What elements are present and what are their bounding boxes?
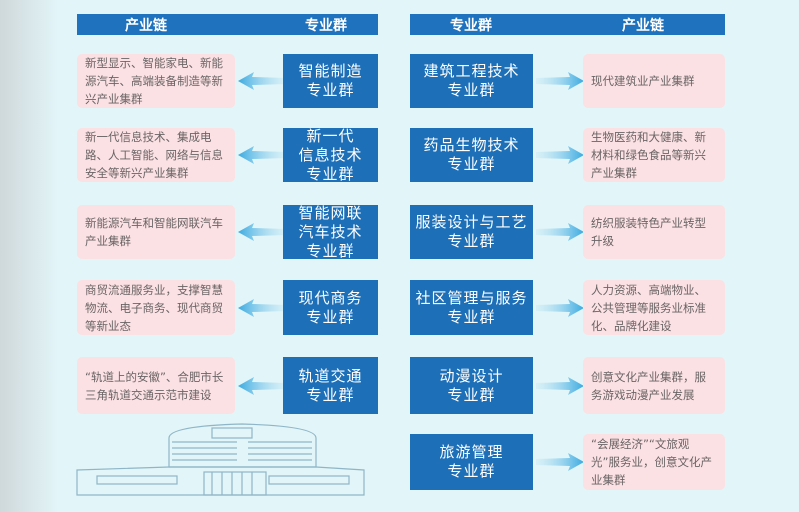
left-chain-box: 新型显示、智能家电、新能源汽车、高端装备制造等新兴产业集群 [77,54,235,108]
left-header-bar: 产业链 专业群 [77,14,378,35]
chain-text: “轨道上的安徽”、合肥市长三角轨道交通示范市建设 [85,369,224,402]
chain-text: 新型显示、智能家电、新能源汽车、高端装备制造等新兴产业集群 [85,56,223,106]
chain-text: 新一代信息技术、集成电路、人工智能、网络与信息安全等新兴产业集群 [85,130,223,180]
group-text: 药品生物技术 专业群 [423,136,520,173]
right-header-chain: 产业链 [622,17,664,34]
arrow-right-icon [536,453,584,471]
arrow-right-icon [536,146,584,164]
right-chain-box: 生物医药和大健康、新材料和绿色食品等新兴产业集群 [583,128,725,182]
chain-text: 人力资源、高端物业、公共管理等服务业标准化、品牌化建设 [591,282,706,333]
right-chain-box: 现代建筑业产业集群 [583,54,725,108]
building-illustration [76,423,365,496]
arrow-left-icon [238,146,286,164]
left-group-box: 新一代 信息技术 专业群 [283,126,378,183]
group-text: 旅游管理 专业群 [439,443,504,480]
right-chain-box: 创意文化产业集群，服务游戏动漫产业发展 [583,357,725,414]
left-chain-box: “轨道上的安徽”、合肥市长三角轨道交通示范市建设 [77,357,235,414]
right-chain-box: 人力资源、高端物业、公共管理等服务业标准化、品牌化建设 [583,280,725,335]
left-edge-shade [0,0,58,512]
group-text: 社区管理与服务 专业群 [415,288,528,326]
right-group-box: 动漫设计 专业群 [410,357,533,414]
left-group-box: 现代商务 专业群 [283,280,378,335]
group-text: 轨道交通 专业群 [298,366,363,404]
right-group-box: 社区管理与服务 专业群 [410,280,533,335]
group-text: 智能制造 专业群 [298,62,363,99]
chain-text: “会展经济”“文旅观光”服务业，创意文化产业集群 [591,437,712,487]
arrow-right-icon [536,376,584,395]
group-text: 建筑工程技术 专业群 [423,62,520,99]
left-chain-box: 商贸流通服务业，支撑智慧物流、电子商务、现代商贸等新业态 [77,280,235,335]
chain-text: 现代建筑业产业集群 [591,74,695,88]
arrow-right-icon [536,72,584,90]
right-group-box: 旅游管理 专业群 [410,434,533,490]
chain-text: 纺织服装特色产业转型升级 [591,216,706,248]
arrow-left-icon [238,376,286,395]
group-text: 服装设计与工艺 专业群 [415,213,528,250]
left-chain-box: 新一代信息技术、集成电路、人工智能、网络与信息安全等新兴产业集群 [77,128,235,182]
right-chain-box: 纺织服装特色产业转型升级 [583,205,725,259]
arrow-left-icon [238,298,286,317]
arrow-right-icon [536,298,584,317]
right-group-box: 药品生物技术 专业群 [410,128,533,182]
group-text: 现代商务 专业群 [298,288,363,326]
right-chain-box: “会展经济”“文旅观光”服务业，创意文化产业集群 [583,434,725,490]
arrow-left-icon [238,72,286,90]
left-header-chain: 产业链 [125,17,167,34]
left-header-group: 专业群 [305,17,347,34]
left-group-box: 智能网联 汽车技术 专业群 [283,203,378,260]
chain-text: 创意文化产业集群，服务游戏动漫产业发展 [591,369,706,402]
left-group-box: 智能制造 专业群 [283,54,378,108]
right-header-group: 专业群 [450,17,492,34]
chain-text: 新能源汽车和智能网联汽车产业集群 [85,216,223,248]
group-text: 动漫设计 专业群 [439,366,504,404]
group-text: 智能网联 汽车技术 专业群 [298,203,363,260]
chain-text: 商贸流通服务业，支撑智慧物流、电子商务、现代商贸等新业态 [85,282,223,333]
right-group-box: 建筑工程技术 专业群 [410,54,533,108]
arrow-right-icon [536,223,584,241]
group-text: 新一代 信息技术 专业群 [298,126,363,183]
right-header-bar: 专业群 产业链 [410,14,725,35]
left-chain-box: 新能源汽车和智能网联汽车产业集群 [77,205,235,259]
left-group-box: 轨道交通 专业群 [283,357,378,414]
arrow-left-icon [238,223,286,241]
right-group-box: 服装设计与工艺 专业群 [410,205,533,259]
chain-text: 生物医药和大健康、新材料和绿色食品等新兴产业集群 [591,130,706,180]
